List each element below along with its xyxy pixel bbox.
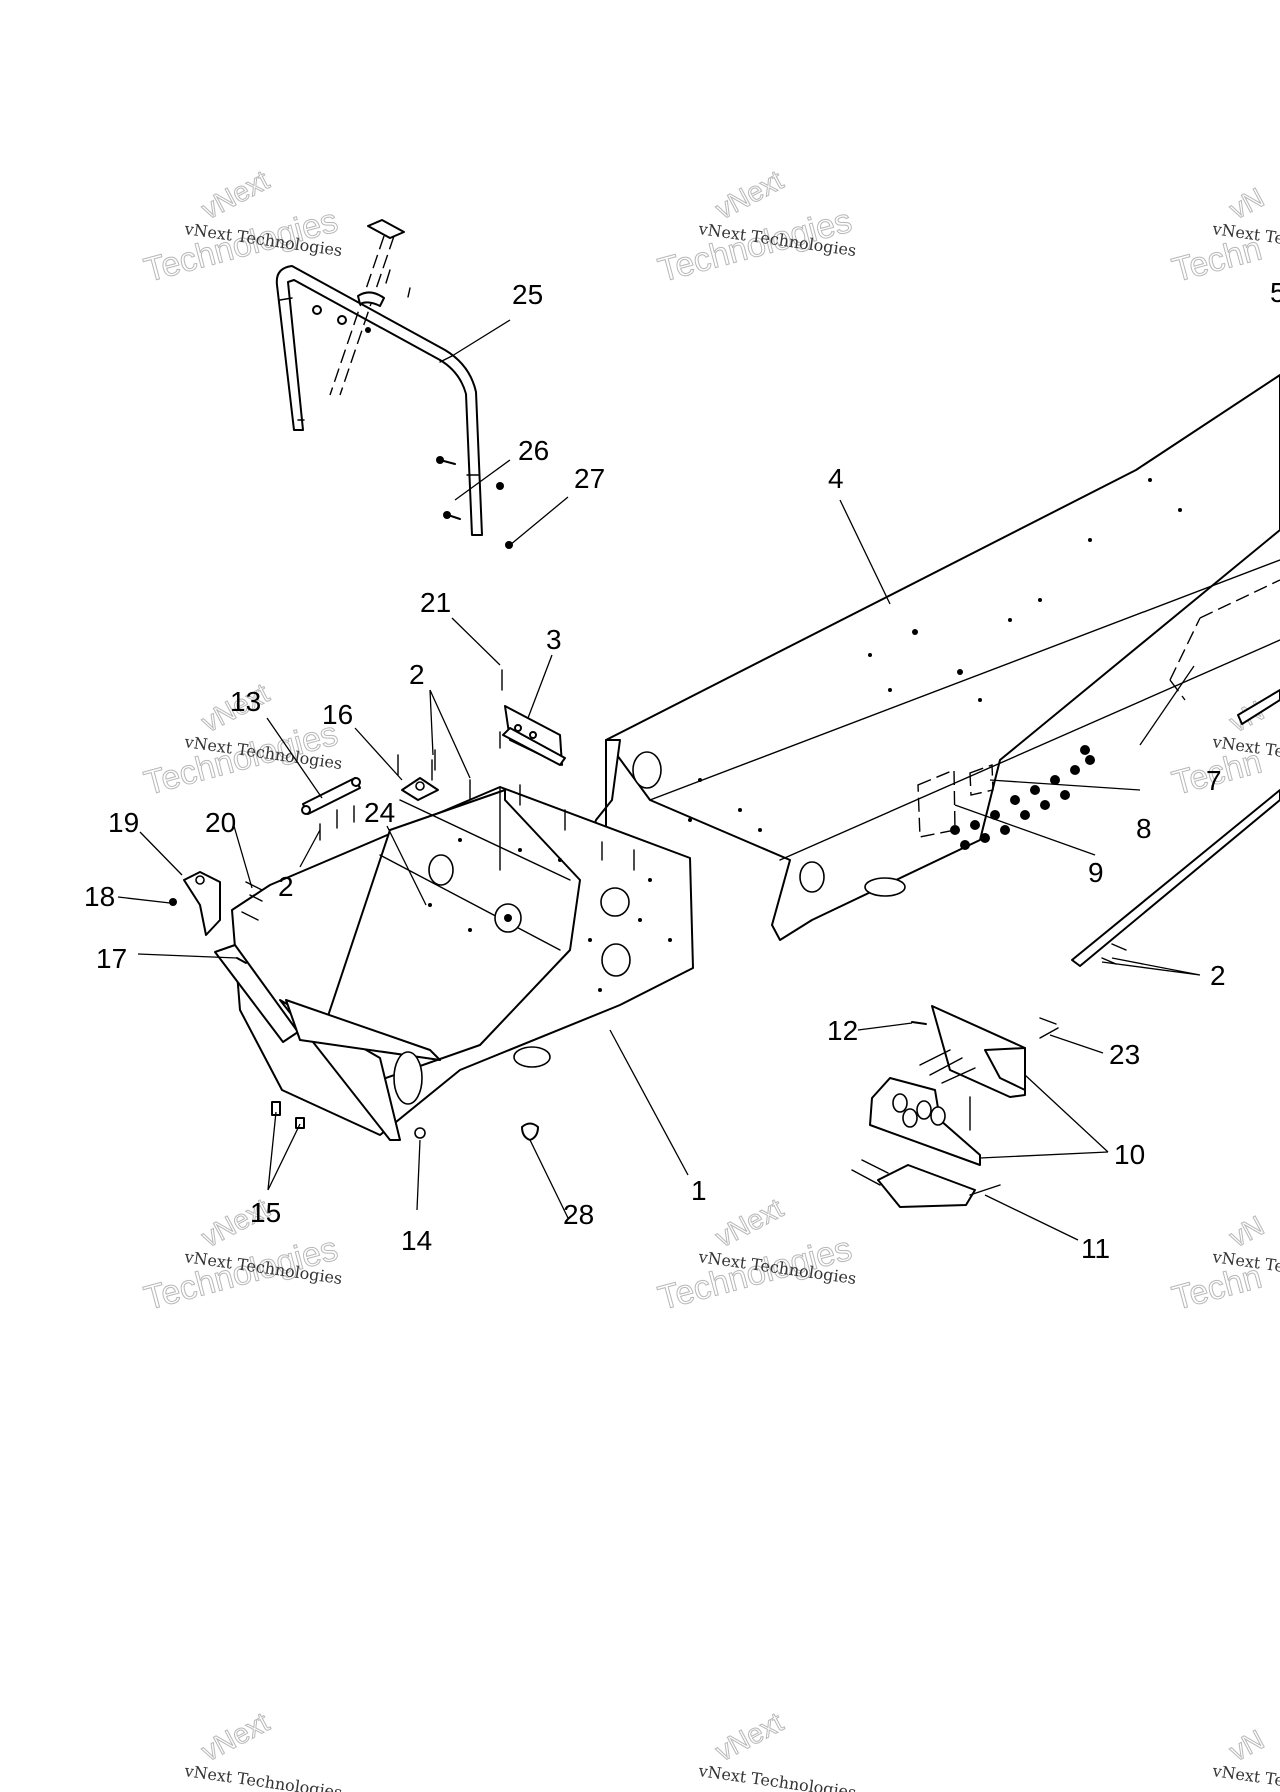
callout-27: 27 (574, 463, 605, 494)
watermark: vNext Technologies vNext Technologies (654, 164, 858, 291)
callout-17: 17 (96, 943, 127, 974)
part-10-heat-exchanger-guard (869, 1005, 1026, 1166)
callout-26: 26 (518, 435, 549, 466)
part-4-tunnel (589, 374, 1280, 967)
callout-7: 7 (1206, 765, 1222, 796)
callout-11: 11 (1081, 1233, 1110, 1264)
part-1-bulkhead (214, 786, 694, 1141)
watermark-outline-top: vNext (710, 1192, 788, 1253)
watermark-partial: vN Techn vNext Te (1168, 181, 1280, 290)
callout-13: 13 (230, 686, 261, 717)
leader-lines (117, 319, 1201, 1241)
callout-23: 23 (1109, 1039, 1140, 1070)
part-25-hoop (275, 219, 513, 549)
part-3-bracket (502, 705, 566, 766)
callout-5: 5 (1270, 277, 1280, 308)
callouts: 25 26 27 4 5 21 3 2 16 13 20 24 19 2 18 … (84, 277, 1280, 1264)
callout-3: 3 (546, 624, 562, 655)
watermark-partial: vN Techn vNext Te (1168, 1209, 1280, 1318)
bulkhead-holes (428, 838, 672, 992)
watermark-outline-top: vNext (710, 164, 788, 225)
watermark: vNext Technologies vNext Technologies (654, 1192, 858, 1319)
callout-28: 28 (563, 1199, 594, 1230)
callout-20: 20 (205, 807, 236, 838)
callout-8: 8 (1136, 813, 1152, 844)
part-12-pin (911, 1021, 927, 1025)
callout-2-left: 2 (278, 871, 294, 902)
part-16-bracket (401, 777, 439, 801)
callout-16: 16 (322, 699, 353, 730)
watermark-serif: vNext Technologies (696, 1761, 857, 1792)
callout-25: 25 (512, 279, 543, 310)
callout-21: 21 (420, 587, 451, 618)
callout-9: 9 (1088, 857, 1104, 888)
watermark-serif: vNext Te (1210, 1761, 1280, 1790)
callout-2-top: 2 (409, 659, 425, 690)
watermark: vNext Technologies vNext Technologies (140, 164, 344, 291)
callout-19: 19 (108, 807, 139, 838)
part-11-bracket (851, 1159, 1001, 1208)
tunnel-holes (688, 478, 1182, 832)
callout-4: 4 (828, 463, 844, 494)
callout-1: 1 (691, 1175, 707, 1206)
callout-15: 15 (250, 1197, 281, 1228)
callout-14: 14 (401, 1225, 432, 1256)
watermark-outline-top: vNext (196, 164, 274, 225)
watermark-outline-top: vNext (710, 1706, 788, 1767)
callout-2-right: 2 (1210, 960, 1226, 991)
callout-12: 12 (827, 1015, 858, 1046)
perforation-pattern (950, 745, 1095, 850)
watermark: vNext Technologies vNext Technologies (140, 1192, 344, 1319)
watermark: vNext vNext Technologies (696, 1706, 857, 1792)
callout-10: 10 (1114, 1139, 1145, 1170)
watermark: vNext vNext Technologies (182, 1706, 343, 1792)
part-13-plate (301, 777, 361, 815)
callout-18: 18 (84, 881, 115, 912)
watermark-outline-top: vNext (196, 1706, 274, 1767)
watermark-outline-top: vN (1224, 182, 1269, 225)
watermark-outline-top: vN (1224, 1724, 1269, 1767)
watermark-serif: vNext Technologies (182, 1761, 343, 1792)
watermark-partial: vN vNext Te (1210, 1723, 1280, 1790)
part-23-rivet (1039, 1027, 1059, 1039)
callout-24: 24 (364, 797, 395, 828)
part-19-bracket (183, 871, 221, 936)
watermark-outline-top: vN (1224, 1210, 1269, 1253)
